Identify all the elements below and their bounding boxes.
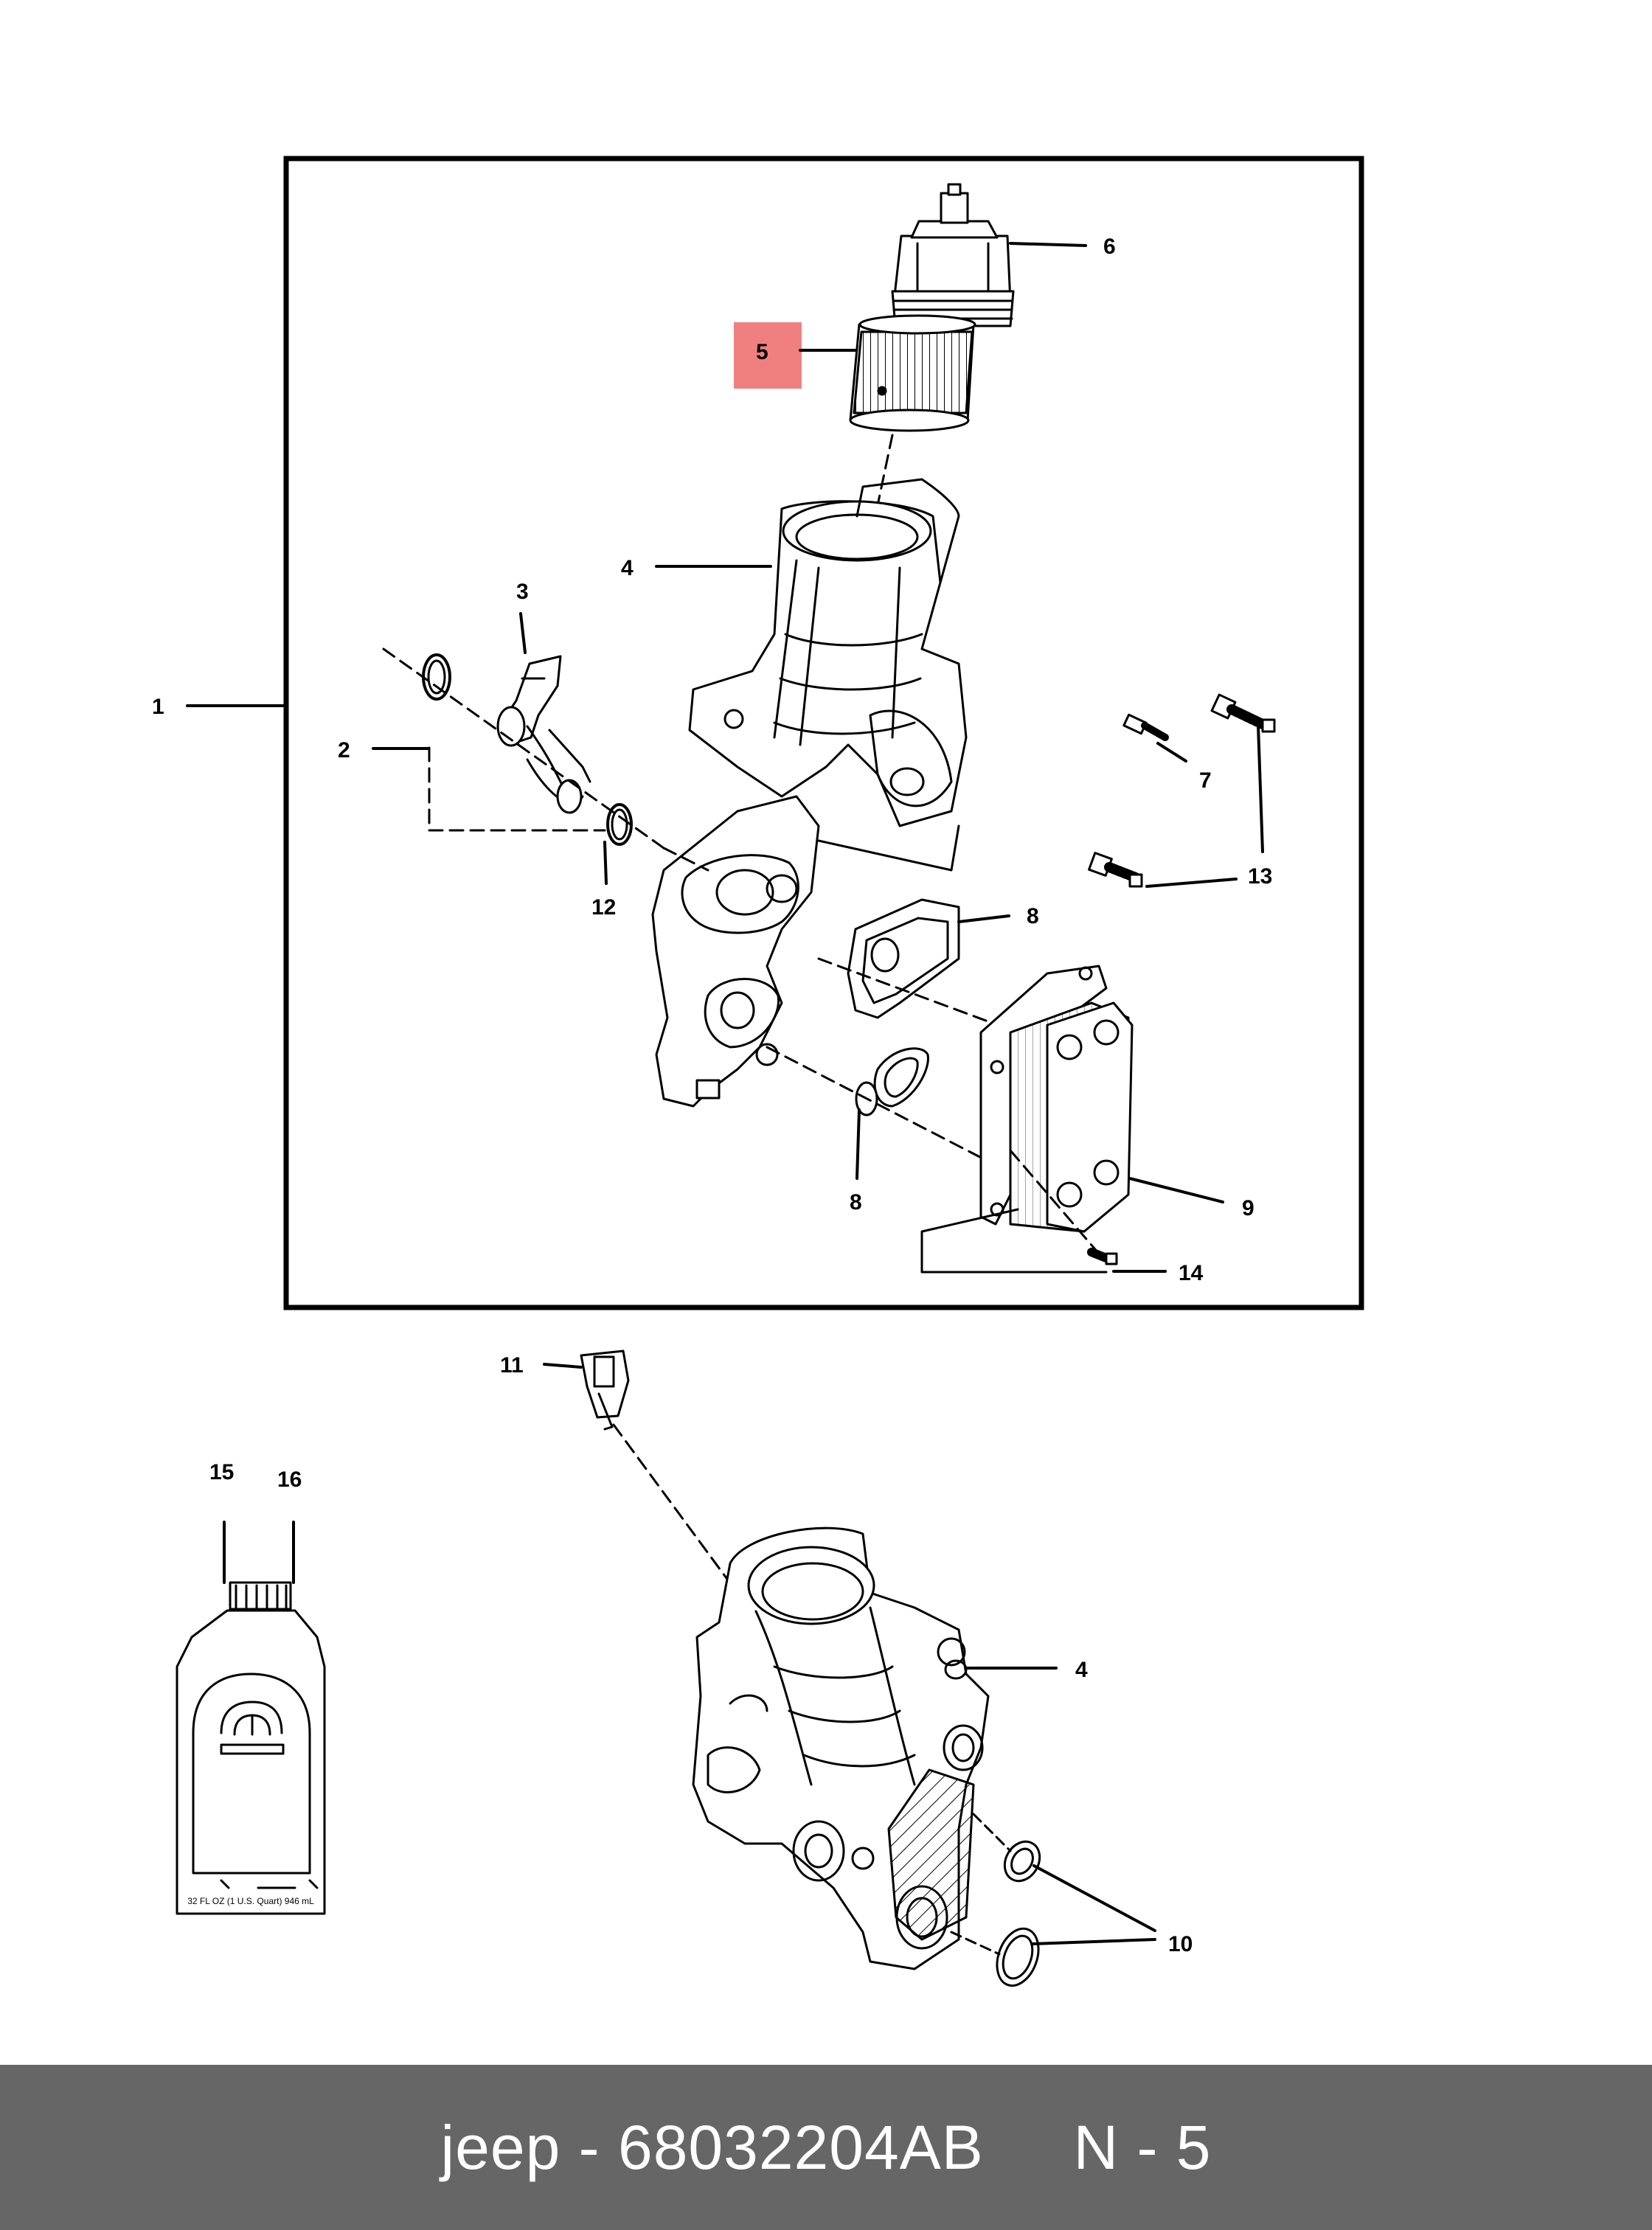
- callout-2: 2: [338, 738, 350, 763]
- callout-6: 6: [1103, 235, 1116, 259]
- gasket-8-upper: [847, 898, 960, 1019]
- housing-lower-body: [651, 795, 960, 1108]
- oil-cooler: [979, 965, 1134, 1233]
- highlight-box: [734, 322, 802, 389]
- part-number-caption: jeep - 68032204AB N - 5: [440, 2112, 1212, 2182]
- screw-14: [920, 1149, 1118, 1274]
- footer-bar: jeep - 68032204AB N - 5: [0, 2065, 1652, 2230]
- callout-10: 10: [1168, 1932, 1193, 1956]
- callout-13: 13: [1248, 864, 1272, 889]
- gasket-8-lower: [855, 1047, 929, 1116]
- o-rings-10: [950, 1813, 1041, 1987]
- callout-11: 11: [500, 1353, 524, 1378]
- callout-14: 14: [1179, 1261, 1204, 1285]
- callout-1: 1: [152, 695, 164, 719]
- bolt-7: [1122, 713, 1169, 741]
- callout-12: 12: [591, 895, 616, 920]
- callout-9: 9: [1242, 1196, 1254, 1220]
- callout-4-bottom: 4: [1075, 1658, 1088, 1682]
- callout-7: 7: [1199, 768, 1212, 793]
- callout-8-lower: 8: [850, 1190, 862, 1215]
- callout-8-upper: 8: [1027, 904, 1039, 928]
- callout-15: 15: [209, 1460, 234, 1484]
- filter-cap: [891, 183, 1015, 327]
- callout-labels: 1 2 3 4 5 6 7 8 8 9 10 11 12 13 14 15 16…: [152, 235, 1272, 1956]
- filter-element: [849, 314, 976, 432]
- callout-16: 16: [277, 1467, 302, 1492]
- parts-diagram: 1 2 3 4 5 6 7 8 8 9 10 11 12 13 14 15 16…: [152, 156, 1364, 1987]
- callout-3: 3: [516, 580, 529, 604]
- bolts-13: [1088, 693, 1276, 888]
- callout-4-top: 4: [621, 556, 634, 580]
- leader-lines: [186, 242, 1264, 1945]
- oil-filter-housing-bottom: [692, 1526, 990, 1970]
- oil-tube-bracket: [496, 655, 591, 814]
- assembly-frame: [283, 156, 1364, 1310]
- sensor-11: [580, 1350, 728, 1580]
- bottle-capacity-label: 32 FL OZ (1 U.S. Quart) 946 mL: [187, 1896, 314, 1906]
- oil-filter-housing-top: [688, 478, 968, 827]
- oil-bottle: [176, 1581, 326, 1915]
- callout-5: 5: [756, 340, 768, 364]
